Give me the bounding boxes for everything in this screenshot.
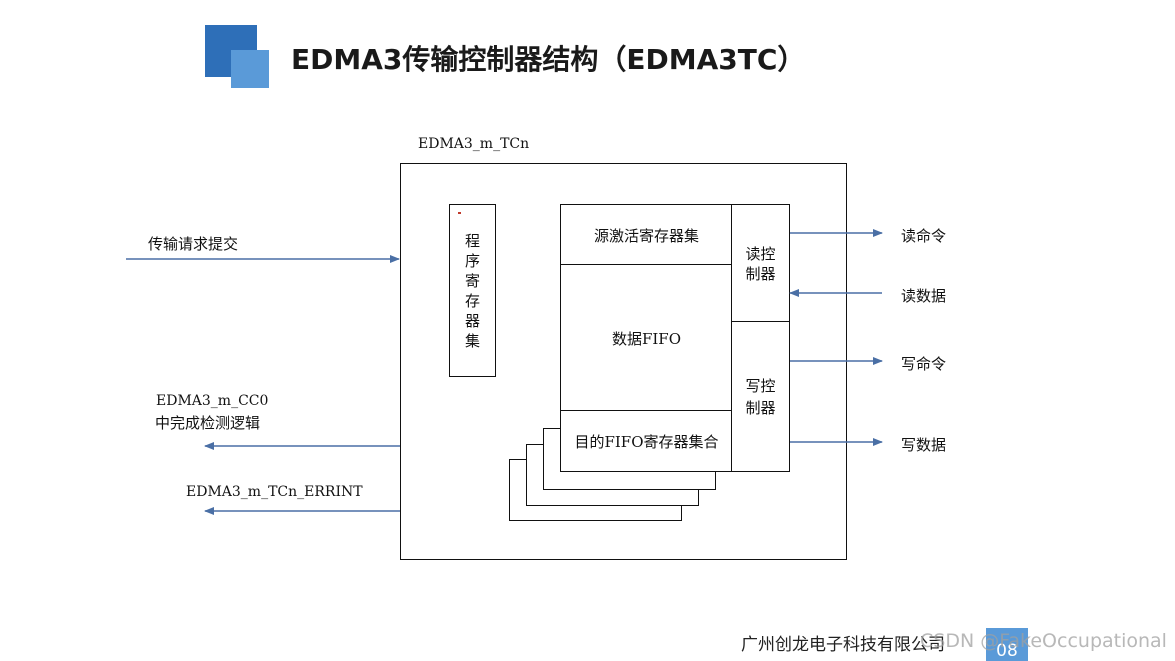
label-write-data: 写数据 bbox=[901, 436, 947, 454]
red-mark bbox=[458, 212, 461, 214]
logo-square-light bbox=[231, 50, 269, 88]
program-register-label: 程 序 寄 存 器 集 bbox=[464, 231, 480, 350]
label-read-data: 读数据 bbox=[901, 287, 947, 305]
label-read-command: 读命令 bbox=[901, 227, 947, 245]
data-fifo: 数据FIFO bbox=[560, 264, 733, 412]
page-number: 08 bbox=[986, 628, 1028, 661]
source-active-register-set: 源激活寄存器集 bbox=[560, 204, 733, 266]
label-write-command: 写命令 bbox=[901, 355, 947, 373]
write-controller: 写控 制器 bbox=[731, 321, 790, 472]
program-register-set: 程 序 寄 存 器 集 bbox=[449, 204, 496, 377]
label-transfer-request: 传输请求提交 bbox=[148, 235, 239, 253]
slide-title: EDMA3传输控制器结构（EDMA3TC） bbox=[291, 43, 806, 76]
outer-box-label: EDMA3_m_TCn bbox=[418, 136, 530, 152]
label-errint: EDMA3_m_TCn_ERRINT bbox=[186, 484, 363, 500]
destination-fifo-register-set: 目的FIFO寄存器集合 bbox=[560, 410, 733, 472]
read-controller: 读控 制器 bbox=[731, 204, 790, 323]
label-completion-logic: 中完成检测逻辑 bbox=[155, 414, 261, 432]
watermark: CSDN @FakeOccupational bbox=[920, 630, 1167, 652]
company-name: 广州创龙电子科技有限公司 bbox=[741, 635, 945, 655]
label-cc0: EDMA3_m_CC0 bbox=[156, 393, 269, 409]
